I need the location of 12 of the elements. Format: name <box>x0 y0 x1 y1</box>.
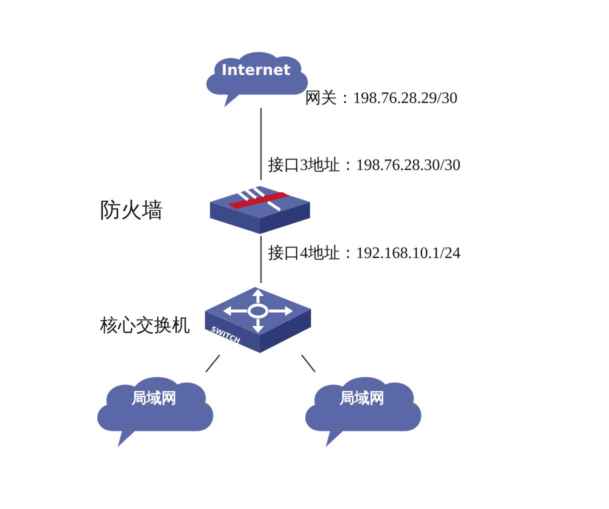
cloud-label: Internet <box>220 61 292 80</box>
device-label: 核心交换机 <box>100 314 190 337</box>
connector-line <box>301 354 316 372</box>
cloud-label: 局域网 <box>338 388 386 408</box>
connector-line <box>260 108 262 180</box>
connector-line <box>205 354 220 372</box>
address-label: 网关：198.76.28.29/30 <box>305 88 458 109</box>
cloud-label: 局域网 <box>130 388 178 408</box>
device-label: 防火墙 <box>100 197 163 224</box>
address-label: 接口4地址：192.168.10.1/24 <box>268 244 460 264</box>
address-label: 接口3地址：198.76.28.30/30 <box>268 156 460 176</box>
connector-line <box>260 236 262 283</box>
